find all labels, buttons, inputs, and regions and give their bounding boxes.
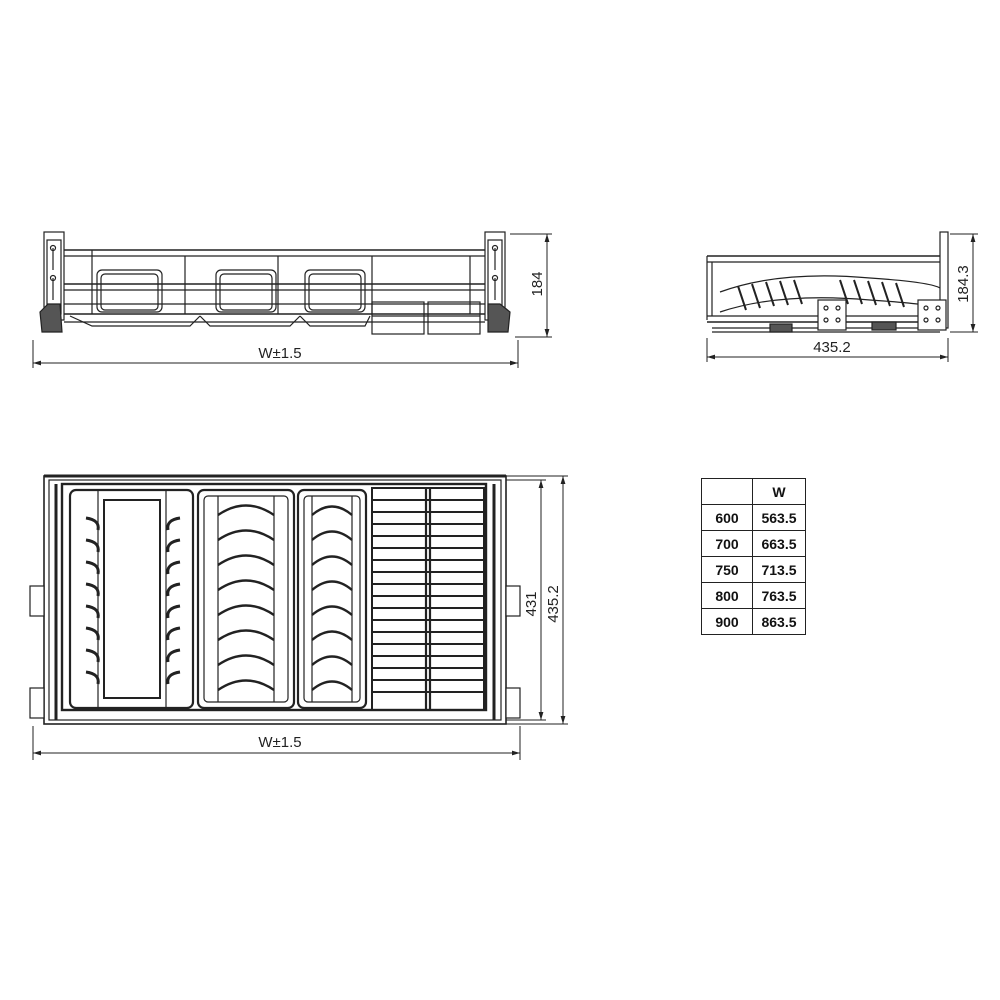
top-width-dimension: W±1.5 [32, 726, 521, 760]
top-view [29, 474, 521, 725]
side-depth-dimension: 435.2 [706, 338, 949, 362]
size-table: W 600 563.5 700 663.5 750 713.5 800 763.… [701, 478, 806, 635]
front-width-label: W±1.5 [258, 345, 301, 362]
compartment-wave-rack-1 [196, 488, 296, 710]
compartment-plate-rack [68, 488, 195, 710]
size-table-row: 900 863.5 [701, 608, 806, 635]
front-left-bracket [39, 231, 65, 333]
top-width-label: W±1.5 [258, 734, 301, 751]
size-table-row: 750 713.5 [701, 556, 806, 583]
top-inner-depth-label: 431 [523, 591, 540, 616]
size-table-header: W [701, 478, 806, 505]
side-height-dimension: 184.3 [950, 233, 978, 333]
compartment-wave-rack-2 [296, 488, 368, 710]
size-table-header-cell [701, 478, 753, 505]
size-table-row: 600 563.5 [701, 504, 806, 531]
side-view [706, 231, 949, 333]
side-slats [737, 279, 905, 311]
size-table-cell: 750 [701, 556, 753, 583]
size-table-header-cell: W [752, 478, 806, 505]
size-table-cell: 900 [701, 608, 753, 635]
front-height-label: 184 [529, 271, 546, 296]
size-table-cell: 563.5 [752, 504, 806, 531]
size-table-row: 800 763.5 [701, 582, 806, 609]
size-table-cell: 600 [701, 504, 753, 531]
front-right-bracket [484, 231, 511, 333]
size-table-cell: 863.5 [752, 608, 806, 635]
size-table-cell: 800 [701, 582, 753, 609]
side-height-label: 184.3 [955, 265, 972, 303]
compartment-slatted-tray [371, 487, 485, 711]
size-table-cell: 663.5 [752, 530, 806, 557]
top-outer-depth-dimension: 435.2 [506, 475, 568, 725]
top-inner-depth-dimension: 431 [506, 479, 546, 721]
size-table-cell: 713.5 [752, 556, 806, 583]
top-outer-depth-label: 435.2 [545, 585, 562, 623]
front-width-dimension: W±1.5 [32, 340, 519, 368]
size-table-cell: 763.5 [752, 582, 806, 609]
size-table-row: 700 663.5 [701, 530, 806, 557]
front-height-dimension: 184 [510, 233, 552, 338]
size-table-cell: 700 [701, 530, 753, 557]
side-depth-label: 435.2 [813, 339, 851, 356]
front-view [39, 231, 511, 335]
